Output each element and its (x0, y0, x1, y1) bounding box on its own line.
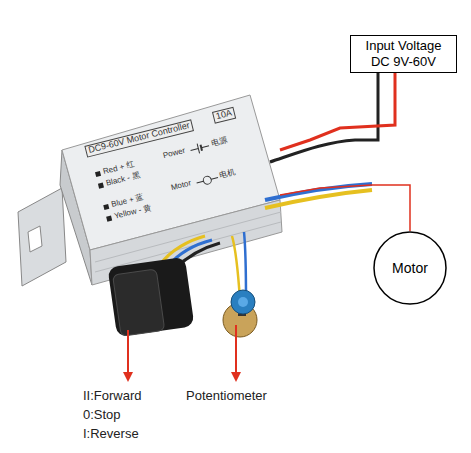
switch-position-label: II:Forward (83, 388, 142, 404)
arrow-head (231, 372, 241, 382)
motor-symbol (202, 175, 212, 185)
motor-circle: Motor (373, 231, 447, 305)
switch-body (107, 257, 194, 337)
leader-arrow (127, 330, 129, 374)
node-text: 电源 (211, 136, 229, 148)
node-text: Motor (392, 260, 428, 276)
node-text: 10A (212, 107, 236, 124)
bullet-square (98, 183, 104, 189)
bullet-square (103, 204, 109, 210)
battery-symbol (197, 144, 199, 154)
bullet-square (95, 171, 101, 177)
node-text: DC 9V-60V (371, 54, 436, 70)
circle-outline (374, 232, 446, 304)
black-wire (270, 73, 378, 162)
battery-symbol (191, 148, 199, 150)
bracket-slot (28, 226, 42, 252)
label-plate: DC9-60V Motor Controller10ARed + 红Black … (80, 104, 268, 237)
part-label: Potentiometer (186, 388, 267, 404)
controller-housing: DC9-60V Motor Controller10ARed + 红Black … (55, 90, 280, 285)
node-text: 电机 (219, 168, 237, 180)
motor-symbol (211, 178, 218, 180)
mounting-bracket (18, 188, 66, 286)
pot-knob (231, 290, 255, 314)
wire-connector (280, 73, 395, 150)
motor-symbol (197, 181, 204, 183)
yellow-wire (265, 190, 372, 208)
switch-rocker (113, 269, 165, 337)
voltage-box: Input VoltageDC 9V-60V (350, 35, 457, 73)
switch-position-label: 0:Stop (83, 407, 121, 423)
node-text: Motor (170, 179, 192, 192)
switch-position-label: I:Reverse (83, 426, 139, 442)
arrow-head (123, 372, 133, 382)
battery-symbol (201, 146, 209, 148)
rocker-switch (107, 257, 194, 337)
panel-symbols (94, 141, 222, 222)
node-text: Power (162, 147, 186, 161)
housing-ridge (95, 222, 281, 272)
pot-knob-cap (238, 297, 248, 307)
bullet-square (106, 216, 112, 222)
wire-connector (280, 185, 410, 231)
node-text: Input Voltage (366, 38, 442, 54)
leader-arrow (235, 325, 237, 374)
